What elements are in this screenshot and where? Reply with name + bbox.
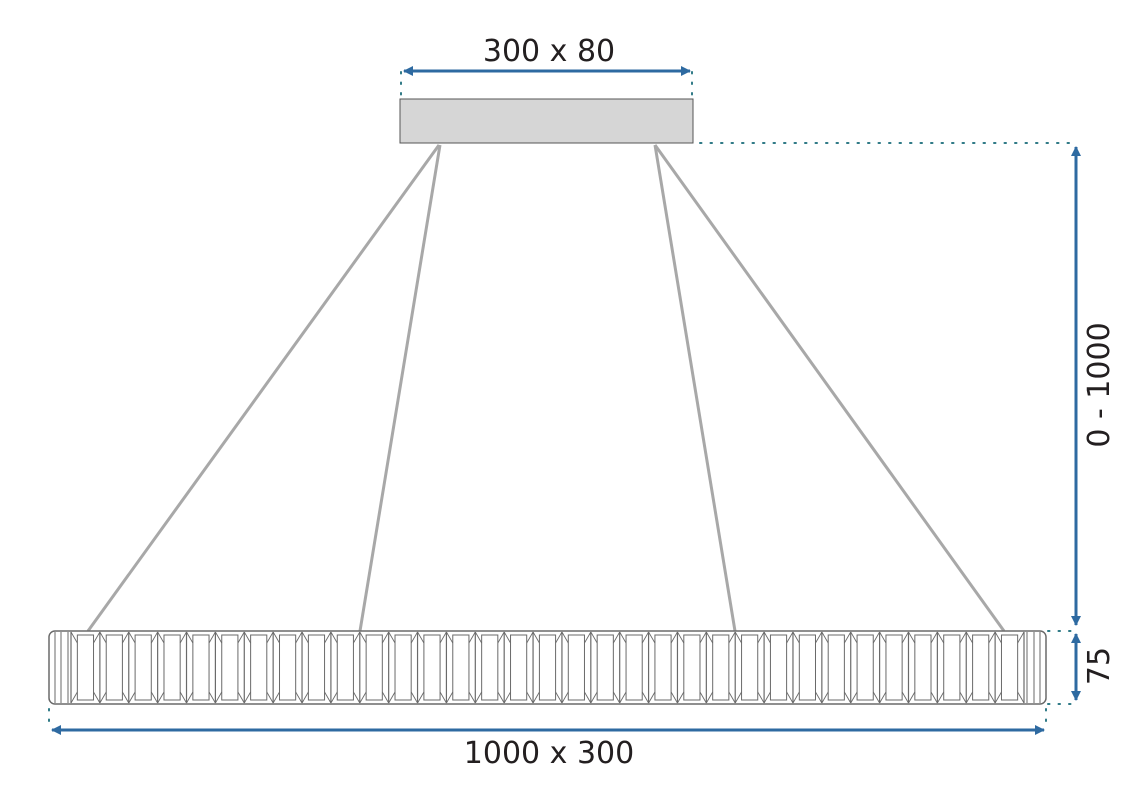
suspension-length-label: 0 - 1000	[1082, 322, 1117, 447]
ring-crystal	[214, 631, 245, 704]
ring-crystal	[734, 631, 765, 704]
crystal-ring	[48, 630, 1047, 705]
ring-crystal	[647, 631, 678, 704]
ring-crystal	[185, 631, 216, 704]
ring-height-label: 75	[1082, 647, 1117, 685]
ring-dimension-label: 1000 x 300	[464, 736, 634, 771]
ring-end-segment	[60, 632, 69, 703]
ring-crystal	[301, 631, 332, 704]
ring-crystal	[965, 631, 996, 704]
ring-crystal	[128, 631, 159, 704]
ring-crystal	[243, 631, 274, 704]
ring-crystal	[850, 631, 880, 704]
ring-outline	[48, 630, 1047, 705]
ring-crystal	[936, 631, 967, 704]
ring-crystal	[821, 631, 852, 704]
ring-crystal	[157, 631, 187, 704]
ring-crystal	[590, 631, 621, 704]
ring-crystal	[416, 631, 447, 704]
ring-crystal	[70, 631, 101, 704]
ring-crystal	[879, 631, 909, 704]
dimension-arrows	[51, 66, 1081, 735]
ring-crystal	[330, 631, 361, 704]
ring-crystal	[763, 631, 794, 704]
ring-crystal	[676, 631, 707, 704]
wire-inner-left	[358, 144, 442, 632]
ring-crystal	[503, 631, 534, 704]
ring-crystal	[474, 631, 505, 704]
ring-crystal	[532, 631, 563, 704]
extension-lines	[48, 71, 1076, 723]
canopy-dimension-label: 300 x 80	[483, 34, 615, 69]
ring-crystal	[445, 631, 476, 704]
ring-crystal	[994, 631, 1025, 704]
ring-crystal	[388, 631, 418, 704]
ring-crystal	[272, 631, 303, 704]
ring-crystal	[619, 631, 649, 704]
wire-outer-left	[86, 144, 441, 632]
ring-crystal	[359, 631, 390, 704]
ring-crystal	[99, 631, 130, 704]
ring-crystal	[792, 631, 823, 704]
wire-inner-right	[653, 144, 737, 632]
ring-crystal	[561, 631, 592, 704]
canopy	[399, 98, 694, 144]
ring-end-segment	[1033, 632, 1041, 703]
ring-crystal	[907, 631, 938, 704]
wire-outer-right	[653, 144, 1006, 632]
suspension-wires	[86, 144, 1006, 632]
ring-crystal	[705, 631, 736, 704]
